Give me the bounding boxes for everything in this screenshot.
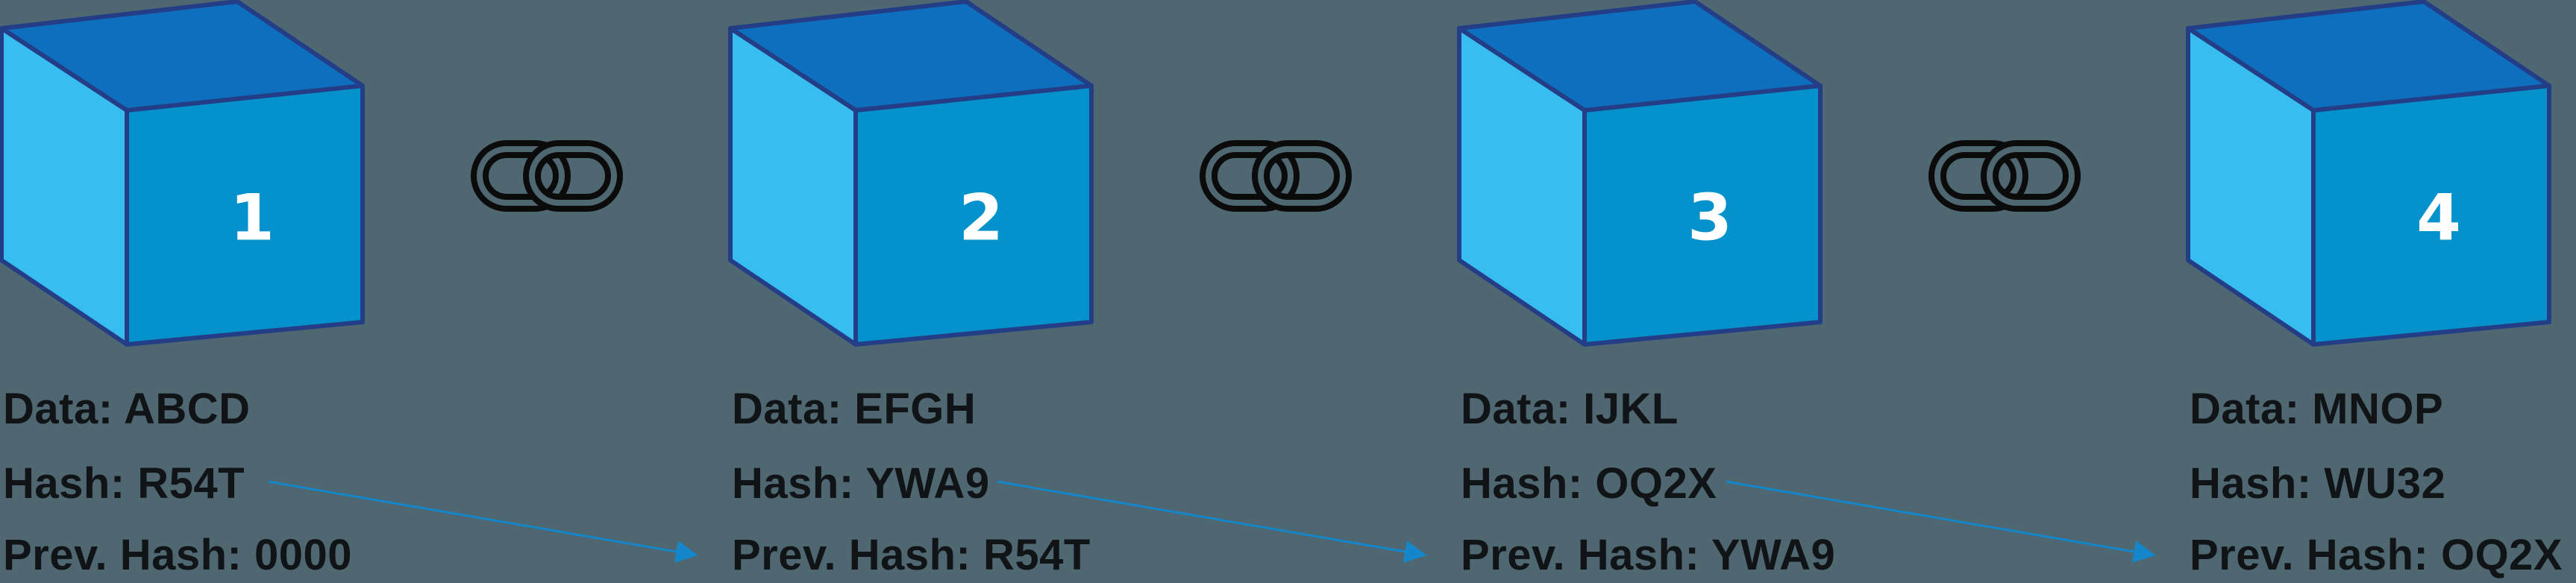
block-hash-label: Hash: YWA9 (732, 459, 990, 508)
block-data-label: Data: MNOP (2190, 385, 2444, 433)
block-hash-label: Hash: R54T (3, 459, 245, 508)
block-number: 1 (230, 180, 275, 255)
block-number: 4 (2416, 180, 2461, 255)
block-prev-hash-label: Prev. Hash: R54T (732, 531, 1091, 579)
block-cube-3: 3 (1457, 0, 1823, 347)
block-cube-2: 2 (728, 0, 1094, 347)
block-prev-hash-label: Prev. Hash: 0000 (3, 531, 352, 579)
block-prev-hash-label: Prev. Hash: YWA9 (1461, 531, 1836, 579)
block-number: 2 (959, 180, 1003, 255)
cube-front-face (2311, 83, 2551, 347)
block-hash-label: Hash: OQ2X (1461, 459, 1717, 508)
block-data-label: Data: ABCD (3, 385, 251, 433)
block-number: 3 (1687, 180, 1732, 255)
block-prev-hash-label: Prev. Hash: OQ2X (2190, 531, 2563, 579)
cube-front-face (1582, 83, 1823, 347)
cube-front-face (125, 83, 365, 347)
block-data-label: Data: IJKL (1461, 385, 1679, 433)
chain-link-icon (471, 140, 623, 212)
block-data-label: Data: EFGH (732, 385, 977, 433)
block-hash-label: Hash: WU32 (2190, 459, 2446, 508)
hash-link-arrow (268, 480, 698, 563)
block-cube-1: 1 (0, 0, 365, 347)
block-cube-4: 4 (2186, 0, 2551, 347)
chain-link-icon (1200, 140, 1352, 212)
chain-link-icon (1928, 140, 2081, 212)
hash-link-arrow (997, 480, 1427, 563)
cube-front-face (853, 83, 1094, 347)
hash-link-arrow (1726, 480, 2156, 563)
